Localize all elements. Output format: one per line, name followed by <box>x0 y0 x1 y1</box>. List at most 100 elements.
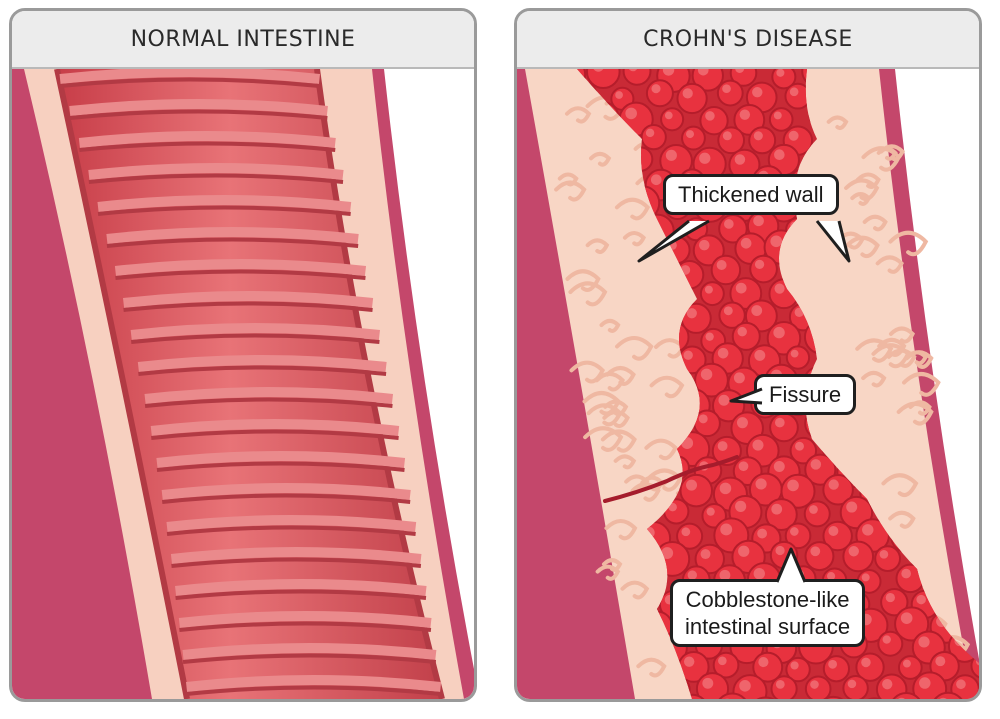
cobblestone <box>640 124 667 151</box>
tissue-squiggle <box>844 178 880 201</box>
cobblestone-highlight <box>921 285 931 294</box>
cobblestone <box>930 691 966 699</box>
fold-highlight <box>78 131 336 148</box>
cobblestone-highlight <box>719 569 731 581</box>
cobblestone-highlight <box>975 310 979 319</box>
cobblestone-highlight <box>753 568 765 580</box>
cobblestone-highlight <box>776 69 785 77</box>
tissue-squiggle <box>605 366 636 386</box>
cobblestone-highlight <box>848 546 859 557</box>
fold-highlight <box>178 611 432 628</box>
cobblestone-highlight <box>955 193 967 204</box>
cobblestone <box>897 655 923 680</box>
cobblestone-highlight <box>683 656 695 667</box>
cobblestone-label-line2: intestinal surface <box>685 614 851 639</box>
cobblestone-highlight <box>826 572 836 581</box>
fissure-crack <box>603 455 739 503</box>
cobblestone-highlight <box>775 545 785 556</box>
cobblestone-highlight <box>861 657 871 668</box>
tissue-squiggle <box>902 371 941 397</box>
cobblestone <box>915 69 946 89</box>
fold-shadow <box>182 653 437 664</box>
cobblestone-highlight <box>735 282 747 294</box>
cobblestone-label-line1: Cobblestone-like <box>685 587 850 612</box>
cobblestone-highlight <box>828 526 839 537</box>
cobblestone <box>934 394 960 420</box>
cobblestone-highlight <box>664 111 673 120</box>
cobblestone <box>842 674 869 699</box>
tissue-squiggle <box>905 350 929 366</box>
cobblestone <box>714 692 751 699</box>
cobblestone-highlight <box>935 656 946 667</box>
cobblestone-highlight <box>699 239 710 251</box>
fold-shadow <box>123 301 373 312</box>
cobblestone-highlight <box>755 478 767 490</box>
cobblestone <box>970 305 979 332</box>
cobblestone-highlight <box>757 528 768 539</box>
cobblestone-highlight <box>972 265 979 274</box>
cobblestone-highlight <box>698 414 708 424</box>
fold-highlight <box>59 69 321 84</box>
cobblestone-highlight <box>722 84 731 94</box>
tissue-squiggle <box>881 473 919 498</box>
cobblestone <box>948 411 977 440</box>
fold-highlight <box>156 451 406 468</box>
cobblestone-highlight <box>952 288 962 297</box>
tissue-squiggle <box>583 426 624 452</box>
normal-intestine-title: NORMAL INTESTINE <box>12 11 474 69</box>
tissue-squiggle <box>646 468 683 492</box>
cobblestone <box>966 126 979 152</box>
cobblestone <box>877 630 904 657</box>
cobblestone <box>585 69 621 90</box>
thickened-wall-label: Thickened wall <box>678 182 824 207</box>
fold-shadow <box>156 461 405 472</box>
cobblestone-highlight <box>722 131 732 141</box>
cobblestone-highlight <box>828 479 839 490</box>
cobblestone <box>645 79 674 108</box>
cobblestone-highlight <box>734 154 746 165</box>
cobblestone-highlight <box>969 573 979 582</box>
cobblestone <box>948 69 979 90</box>
cobblestone-highlight <box>932 131 943 142</box>
fold-highlight <box>106 227 359 244</box>
tissue-squiggle <box>603 399 629 417</box>
fold-shadow <box>179 621 432 632</box>
cobblestone-highlight <box>771 503 783 515</box>
cobblestone-highlight <box>810 459 822 470</box>
cobblestone-highlight <box>919 677 931 689</box>
cobblestone-highlight <box>704 285 713 294</box>
cobblestone-highlight <box>809 505 818 514</box>
cobblestone-highlight <box>939 305 949 315</box>
cobblestone <box>858 697 891 699</box>
tissue-squiggle <box>568 281 608 307</box>
cobblestone-highlight <box>861 573 870 582</box>
cobblestone-highlight <box>739 109 751 120</box>
cobblestone-highlight <box>921 69 932 74</box>
cobblestone-highlight <box>974 528 979 537</box>
tissue-squiggle <box>613 454 637 470</box>
cobblestone-highlight <box>933 259 946 272</box>
cobblestone <box>717 126 746 155</box>
cobblestone-highlight <box>645 128 655 138</box>
cobblestone-highlight <box>915 152 928 164</box>
cobblestone-highlight <box>753 131 763 141</box>
cobblestone-highlight <box>900 612 913 624</box>
cobblestone-highlight <box>681 527 691 537</box>
cobblestone-highlight <box>719 482 732 495</box>
cobblestone <box>691 69 724 92</box>
cobblestone <box>785 345 811 370</box>
cobblestone <box>842 540 875 573</box>
tissue-squiggle <box>564 106 592 124</box>
cobblestone <box>804 675 832 699</box>
cobblestone <box>675 693 710 699</box>
cobblestone-highlight <box>789 87 799 97</box>
cobblestone <box>816 695 851 699</box>
cobblestone-highlight <box>773 111 782 120</box>
cobblestone <box>874 545 902 573</box>
fold-highlight <box>122 291 374 308</box>
fold-highlight <box>170 547 422 564</box>
cobblestone-highlight <box>733 372 745 384</box>
cobblestone <box>944 232 977 264</box>
cobblestone-highlight <box>705 332 714 341</box>
tissue-squiggle <box>585 238 610 255</box>
